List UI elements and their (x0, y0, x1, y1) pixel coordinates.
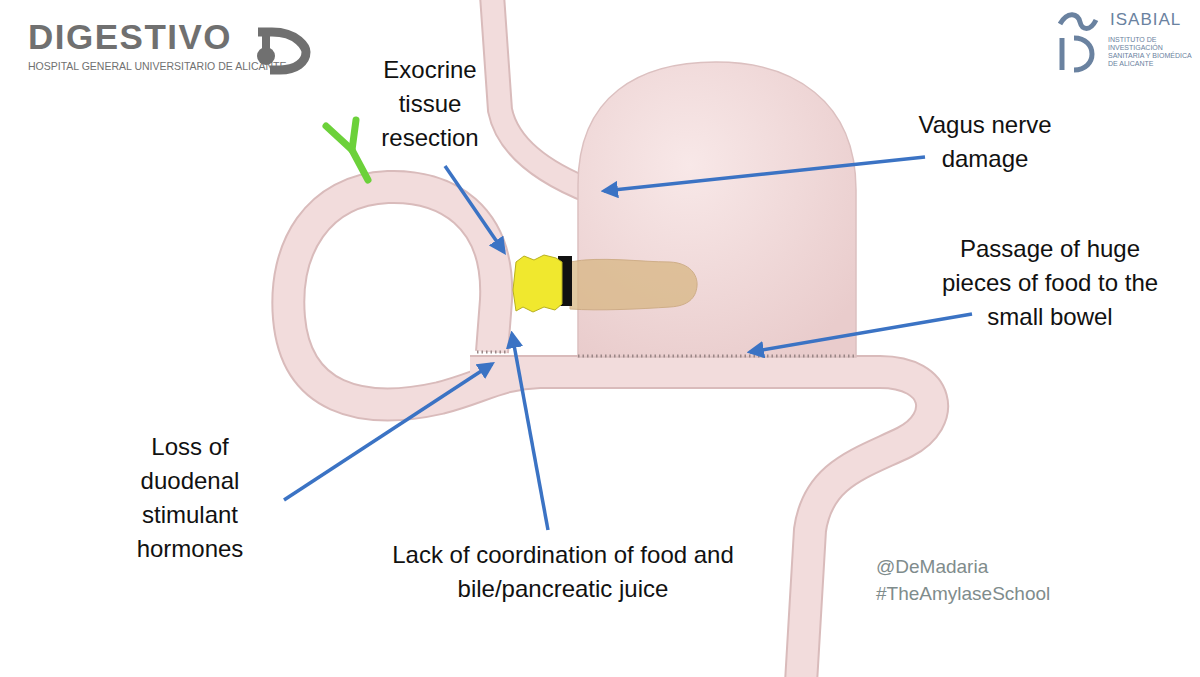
gastric-staple-line (578, 355, 856, 358)
logo-wave (1060, 15, 1096, 29)
institute-logo-text: ISABIAL (1110, 10, 1181, 30)
callout-label: Loss of duodenal stimulant hormones (125, 430, 255, 566)
antibody-arm (352, 120, 356, 150)
logo-bar (1060, 38, 1065, 70)
callout-label: Passage of huge pieces of food to the sm… (928, 232, 1173, 334)
antibody-stem (326, 126, 368, 180)
leader-arrow (750, 314, 972, 352)
esophagus (492, 0, 592, 192)
antibody-symbol (326, 120, 368, 180)
leader-arrow (604, 157, 925, 191)
callout-label: Lack of coordination of food and bile/pa… (353, 538, 773, 606)
logo-bar (262, 28, 270, 48)
hospital-name: HOSPITAL GENERAL UNIVERSITARIO DE ALICAN… (28, 60, 286, 73)
duodenal-stump-staples (477, 351, 508, 354)
jejunum (470, 372, 932, 677)
hospital-logo-text: DIGESTIVO (28, 16, 232, 58)
callout-label: Exocrine tissue resection (365, 53, 495, 155)
author-handle: @DeMadaria #TheAmylaseSchool (876, 554, 1071, 607)
institute-name: INSTITUTO DE INVESTIGACIÓN SANITARIA Y B… (1108, 36, 1194, 68)
logo-arc (1074, 38, 1092, 70)
pancreas-remnant (570, 259, 697, 309)
resected-exocrine-tissue (513, 255, 562, 312)
esophagus-outline (492, 0, 592, 192)
isabial-logo-mark (1060, 15, 1096, 70)
leader-arrow (512, 334, 548, 530)
callout-label: Vagus nerve damage (903, 108, 1068, 176)
leader-arrow (445, 166, 504, 252)
stomach (578, 62, 856, 357)
leader-arrow (284, 364, 492, 500)
leader-arrows (284, 157, 972, 530)
jejunum-outline (470, 372, 932, 677)
